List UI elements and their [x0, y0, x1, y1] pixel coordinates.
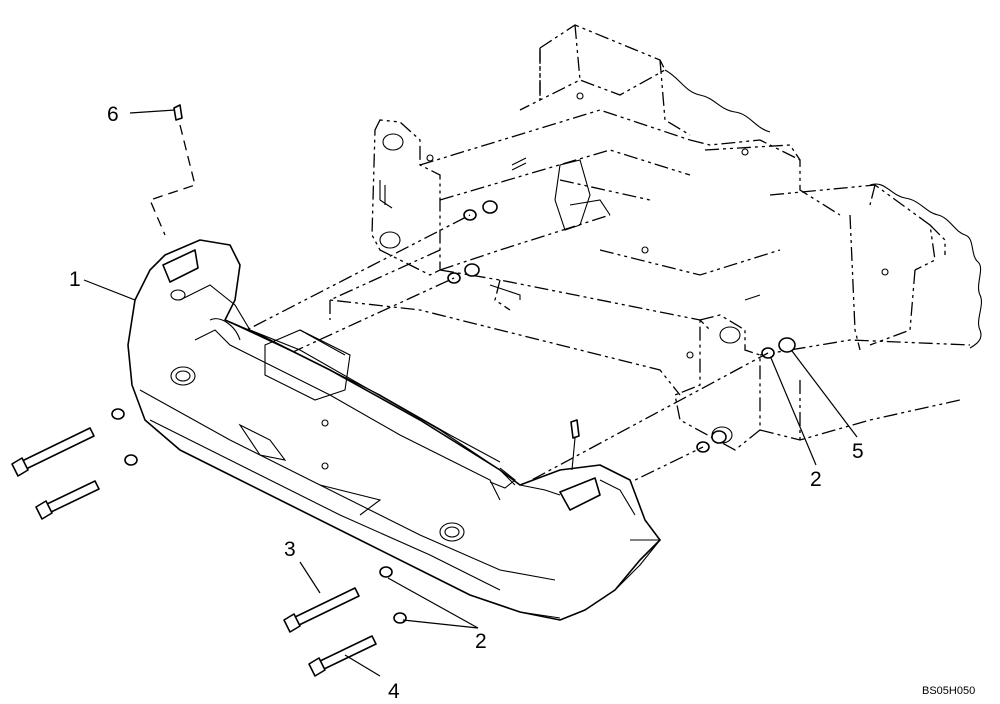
- frame-hardware: [447, 200, 796, 453]
- callout-3: 3: [284, 538, 296, 561]
- callout-2-right: 2: [810, 468, 822, 491]
- callout-6: 6: [107, 103, 119, 126]
- callout-5: 5: [852, 440, 864, 463]
- leader-lines: [83, 109, 858, 677]
- counterweight: [127, 239, 662, 621]
- callouts: 1 6 3 4 2 2 5 BS05H050: [69, 103, 975, 703]
- callout-4: 4: [388, 680, 400, 703]
- machine-frame: [327, 24, 982, 451]
- bolts: [11, 104, 580, 677]
- drawing-code: BS05H050: [922, 685, 975, 697]
- callout-2-lower: 2: [475, 630, 487, 653]
- washers: [111, 408, 407, 624]
- callout-1: 1: [69, 268, 81, 291]
